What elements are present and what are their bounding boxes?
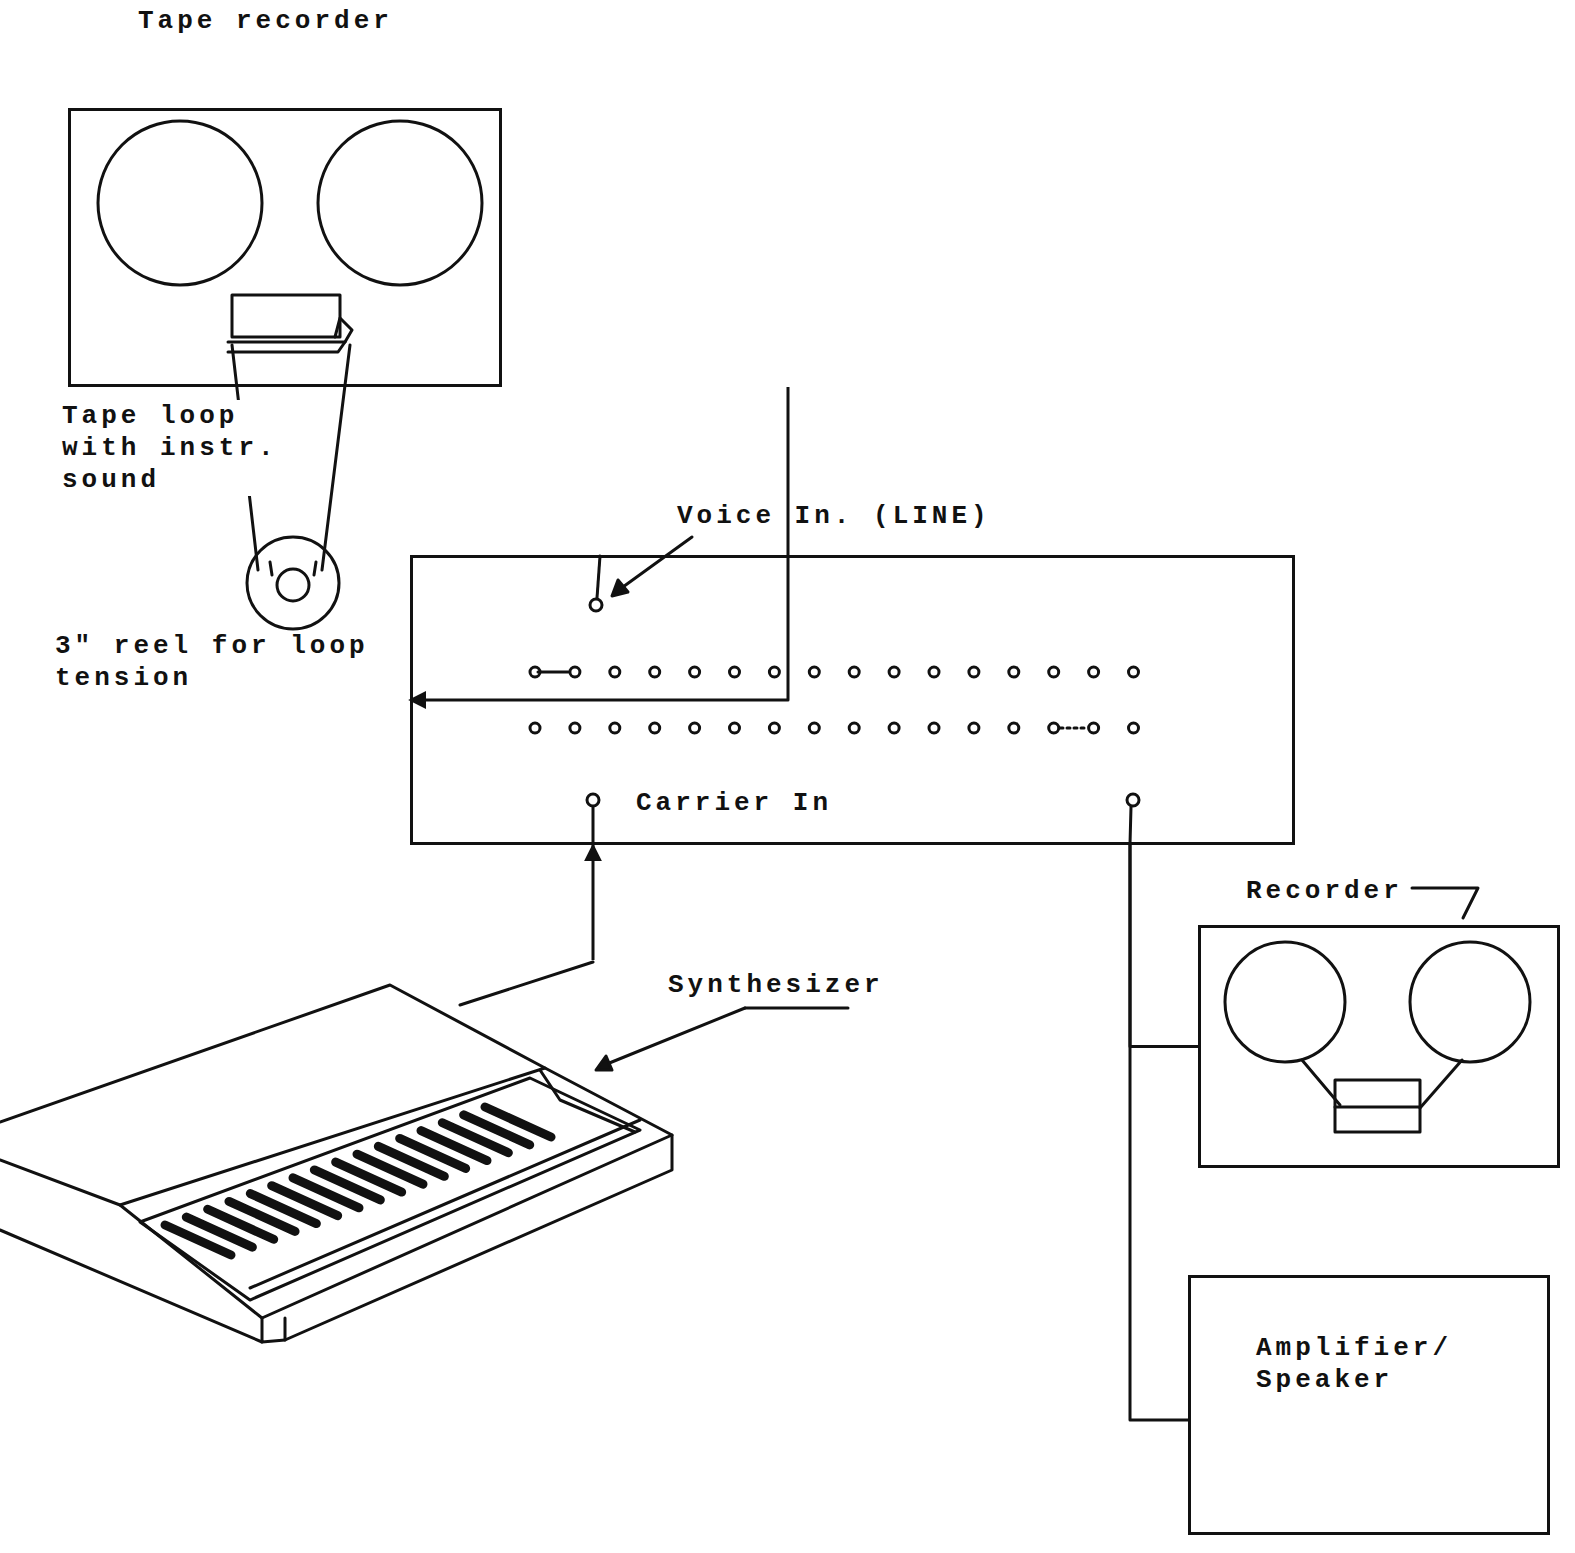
synth-body (284, 1318, 287, 1340)
jack-wire (1130, 807, 1131, 844)
knob (610, 667, 620, 677)
tape-head (228, 318, 352, 342)
knob (929, 723, 939, 733)
knob (650, 723, 660, 733)
knob (849, 723, 859, 733)
device-box: Synthesizer (0, 960, 905, 1345)
knob (849, 667, 859, 677)
loop-reel (247, 537, 339, 629)
knob (769, 723, 779, 733)
knob (769, 667, 779, 677)
knob (690, 667, 700, 677)
signal-wire (592, 845, 595, 960)
knob (690, 723, 700, 733)
tape-reel (1410, 942, 1530, 1062)
knob (650, 667, 660, 677)
device-label: Synthesizer (668, 969, 884, 1001)
callout-label: Voice In. (LINE) (677, 500, 991, 532)
synth-body (120, 1068, 672, 1318)
device-box: Recorder (1198, 925, 1560, 1168)
knob (570, 667, 580, 677)
knob (1009, 723, 1019, 733)
tape-reel (1225, 942, 1345, 1062)
patch-link (1060, 727, 1088, 730)
leader-arrow (612, 580, 628, 596)
tape-reel (98, 121, 262, 285)
knob (889, 723, 899, 733)
callout-label: 3" reel for loop tension (55, 630, 427, 694)
loop-reel-hub (270, 562, 316, 575)
synth-keys (165, 1107, 551, 1255)
tape-loop (322, 345, 350, 570)
jack-wire (592, 807, 595, 844)
device-box: Tape recorder (68, 108, 502, 387)
knob (809, 723, 819, 733)
jack (1127, 794, 1139, 806)
synth-body (140, 1078, 640, 1300)
tape-head (232, 295, 340, 337)
tape-head (228, 342, 345, 352)
knob (610, 723, 620, 733)
knob (570, 723, 580, 733)
leader-arrow (596, 1056, 612, 1070)
knob (969, 723, 979, 733)
key (485, 1107, 551, 1137)
signal-wire (1130, 845, 1188, 1420)
knob (1049, 667, 1059, 677)
leader-line (602, 1008, 745, 1066)
synth-cable (460, 962, 593, 1005)
device-label: Recorder (1246, 875, 1403, 907)
jack (590, 599, 602, 611)
device-box: Amplifier/ Speaker (1188, 1275, 1550, 1535)
tape-head (1335, 1106, 1420, 1109)
tape-head (1335, 1080, 1420, 1132)
device-box: Carrier In (410, 555, 1295, 845)
jack-wire (597, 556, 600, 598)
signal-wire (1130, 845, 1198, 1047)
leader-line (1412, 888, 1478, 918)
callout-label: Tape loop with instr. sound (62, 400, 314, 496)
tape-reel (318, 121, 482, 285)
knob (809, 667, 819, 677)
synth-body (250, 1120, 640, 1288)
knob (929, 667, 939, 677)
knob (730, 723, 740, 733)
knob (1129, 723, 1139, 733)
knob (1089, 723, 1099, 733)
knob (1129, 667, 1139, 677)
leader-line (616, 537, 692, 592)
leader-line (745, 1007, 848, 1010)
synth-body (262, 1135, 672, 1342)
jack (587, 794, 599, 806)
loop-reel-hub (277, 569, 309, 601)
knob (1009, 667, 1019, 677)
knob (889, 667, 899, 677)
knob (969, 667, 979, 677)
knob (530, 723, 540, 733)
device-label: Amplifier/ Speaker (1256, 1332, 1506, 1396)
knob (730, 667, 740, 677)
device-label: Carrier In (636, 787, 832, 819)
patch-link (538, 671, 568, 674)
device-label: Tape recorder (138, 5, 393, 37)
tape-path (1420, 1060, 1462, 1108)
tape-path (1302, 1060, 1340, 1105)
signal-wire (410, 387, 788, 700)
synth-body (540, 1070, 635, 1132)
knob (1089, 667, 1099, 677)
knob (1049, 723, 1059, 733)
